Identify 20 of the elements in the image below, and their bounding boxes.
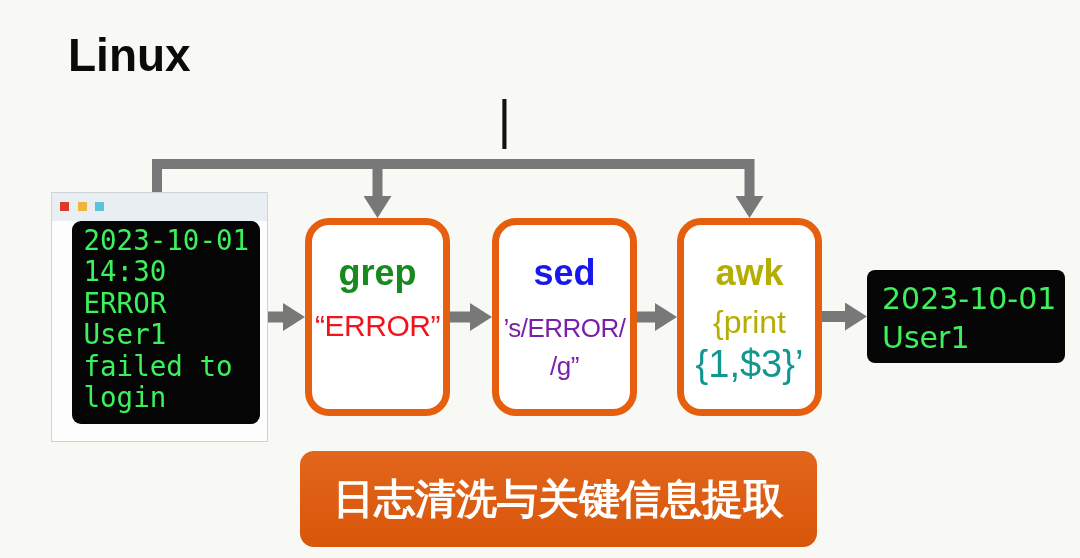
process-box — [492, 218, 637, 416]
process-box — [677, 218, 822, 416]
title: Linux — [68, 29, 191, 81]
arrow — [450, 303, 492, 331]
command-name: sed — [533, 253, 596, 293]
code-text: {1,$3}’ — [695, 343, 804, 385]
app-window — [51, 192, 268, 442]
arrow — [822, 302, 867, 331]
command-name: awk — [715, 253, 784, 293]
code-text: ’s/ERROR/ /g” — [502, 312, 627, 383]
process-box — [305, 218, 450, 416]
pipe-symbol: | — [496, 91, 513, 149]
code-text: {print — [713, 304, 786, 340]
code-text: “ERROR” — [315, 308, 440, 344]
terminal-panel: 2023-10-01 14:30 ERROR User1 failed to login — [71, 220, 260, 424]
command-name: grep — [338, 253, 417, 293]
arrow — [637, 303, 677, 331]
caption-banner: 日志清洗与关键信息提取 — [300, 451, 817, 547]
terminal-panel: 2023-10-01 User1 — [867, 270, 1065, 363]
arrow — [268, 303, 305, 331]
